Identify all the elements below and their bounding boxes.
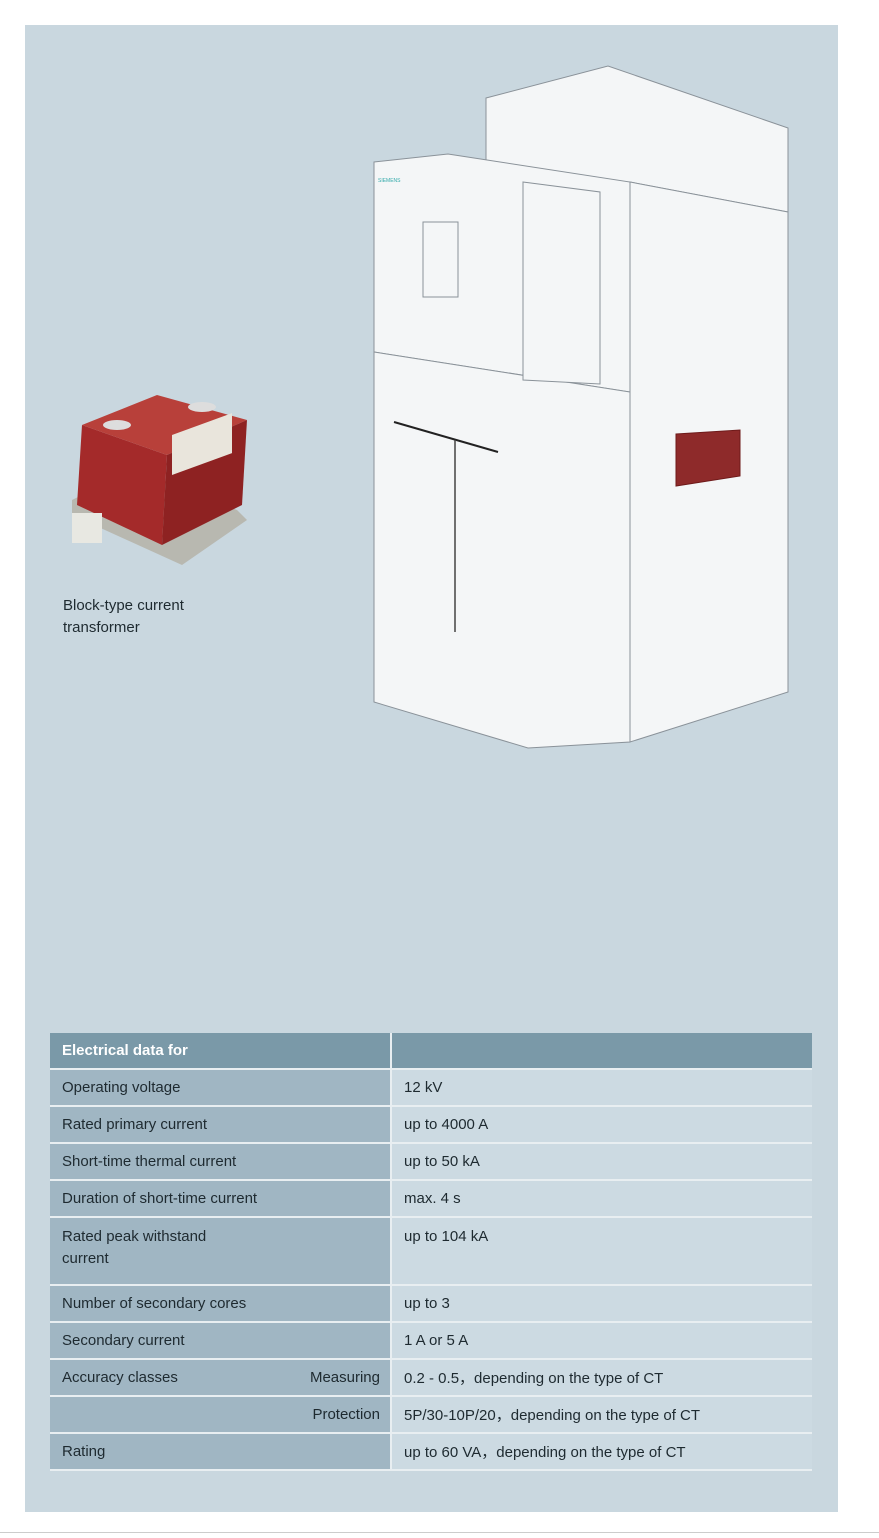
row-value: up to 104 kA [391, 1217, 812, 1286]
row-label: Duration of short-time current [50, 1180, 392, 1218]
row-value: 12 kV [391, 1069, 812, 1107]
row-value: 1 A or 5 A [391, 1322, 812, 1360]
block-type-ct-image [72, 395, 247, 565]
svg-text:SIEMENS: SIEMENS [378, 178, 401, 184]
row-value: up to 60 VA，depending on the type of CT [391, 1433, 812, 1471]
row-value: 5P/30-10P/20，depending on the type of CT [391, 1396, 812, 1434]
row-label-text: Accuracy classes [62, 1369, 178, 1386]
figure-caption: Block-type current transformer [63, 595, 184, 639]
row-label: Rated primary current [50, 1106, 392, 1144]
row-label: Measuring Accuracy classes [50, 1359, 392, 1397]
row-label: Short-time thermal current [50, 1143, 392, 1181]
row-value: max. 4 s [391, 1180, 812, 1218]
table-row: Rated peak withstand current up to 104 kA [50, 1217, 812, 1286]
table-row: Measuring Accuracy classes 0.2 - 0.5，depen… [50, 1359, 812, 1397]
row-label: Secondary current [50, 1322, 392, 1360]
row-label-text: Rated peak withstand current [62, 1228, 207, 1267]
table-header-empty [391, 1033, 812, 1070]
switchgear-drawing: SIEMENS [373, 65, 789, 749]
row-sublabel: Measuring [309, 1369, 380, 1386]
row-label: Protection [50, 1396, 392, 1434]
table-header: Electrical data for [50, 1033, 392, 1070]
row-sublabel: Protection [312, 1406, 380, 1423]
row-label: Number of secondary cores [50, 1285, 392, 1323]
table-header-row: Electrical data for [50, 1033, 812, 1070]
caption-line-1: Block-type current [63, 597, 184, 614]
page-divider [0, 1532, 879, 1533]
row-label: Operating voltage [50, 1069, 392, 1107]
row-value: up to 3 [391, 1285, 812, 1323]
row-value: up to 4000 A [391, 1106, 812, 1144]
caption-line-2: transformer [63, 619, 140, 636]
table-row: Protection 5P/30-10P/20，depending on the… [50, 1396, 812, 1434]
row-value: 0.2 - 0.5，depending on the type of CT [391, 1359, 812, 1397]
row-value: up to 50 kA [391, 1143, 812, 1181]
row-label: Rated peak withstand current [50, 1217, 392, 1286]
row-label: Rating [50, 1433, 392, 1471]
